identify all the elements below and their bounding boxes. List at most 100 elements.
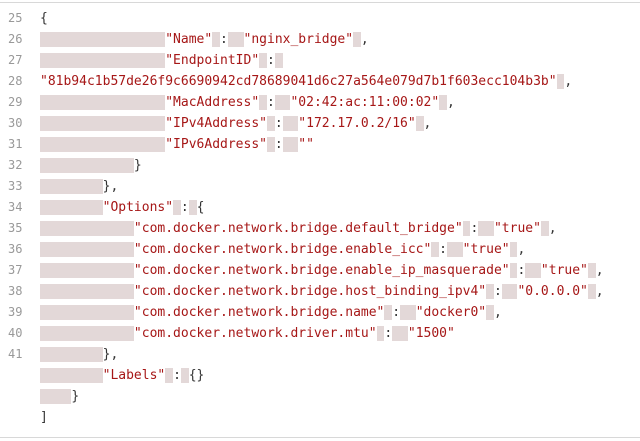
code-content: "com.docker.network.driver.mtu" : "1500" (32, 323, 455, 344)
whitespace-token (587, 263, 596, 278)
line-number: 36 (8, 242, 23, 256)
string-token: "com.docker.network.bridge.default_bridg… (133, 221, 463, 236)
code-line: 39 "com.docker.network.bridge.name" : "d… (0, 302, 640, 323)
string-token: "true" (540, 263, 588, 278)
whitespace-token (439, 95, 448, 110)
punctuation-token: ] (40, 410, 48, 425)
code-content: { (32, 8, 48, 29)
punctuation-token: : (266, 95, 275, 110)
code-content: "com.docker.network.bridge.host_binding_… (32, 281, 604, 302)
punctuation-token: , (423, 116, 432, 131)
whitespace-token (40, 200, 103, 215)
whitespace-token (509, 263, 518, 278)
punctuation-token: }, (102, 347, 119, 362)
whitespace-token (587, 284, 596, 299)
line-number (0, 407, 32, 428)
whitespace-token (180, 368, 189, 383)
code-content: "IPv4Address" : "172.17.0.2/16" , (32, 113, 431, 134)
whitespace-token (40, 95, 166, 110)
punctuation-token: , (360, 32, 369, 47)
whitespace-token (40, 32, 166, 47)
whitespace-token (266, 116, 275, 131)
punctuation-token: } (71, 389, 80, 404)
code-content: "EndpointID" : (32, 50, 283, 71)
line-number: 29 (8, 95, 23, 109)
code-content: "81b94c1b57de26f9c6690942cd78689041d6c27… (32, 71, 572, 92)
code-line: 28"81b94c1b57de26f9c6690942cd78689041d6c… (0, 71, 640, 92)
line-number: 34 (8, 200, 23, 214)
whitespace-token (282, 137, 299, 152)
punctuation-token: , (493, 305, 502, 320)
whitespace-token (40, 116, 166, 131)
string-token: "com.docker.network.driver.mtu" (133, 326, 377, 341)
whitespace-token (478, 221, 494, 236)
whitespace-token (40, 389, 72, 404)
string-token: "com.docker.network.bridge.enable_icc" (133, 242, 432, 257)
punctuation-token: : (220, 32, 228, 47)
code-line: 40 "com.docker.network.driver.mtu" : "15… (0, 323, 640, 344)
punctuation-token: : (392, 305, 401, 320)
whitespace-token (40, 284, 134, 299)
punctuation-token: , (517, 242, 526, 257)
line-number: 25 (8, 11, 23, 25)
string-token: "com.docker.network.bridge.name" (133, 305, 385, 320)
punctuation-token: : (470, 221, 479, 236)
code-line: 38 "com.docker.network.bridge.host_bindi… (0, 281, 640, 302)
code-line: "Labels" : {} (0, 365, 640, 386)
whitespace-token (400, 305, 416, 320)
whitespace-token (392, 326, 408, 341)
code-lines: 25{26 "Name" : "nginx_bridge" ,27 "Endpo… (0, 8, 640, 428)
line-number: 39 (8, 305, 23, 319)
whitespace-token (165, 368, 174, 383)
whitespace-token (486, 284, 494, 299)
whitespace-token (447, 242, 463, 257)
punctuation-token: {} (188, 368, 205, 383)
whitespace-token (40, 326, 134, 341)
code-content: } (32, 155, 142, 176)
code-content: "com.docker.network.bridge.enable_icc" :… (32, 239, 525, 260)
punctuation-token: }, (102, 179, 119, 194)
code-content: "com.docker.network.bridge.enable_ip_mas… (32, 260, 604, 281)
string-token: "Options" (102, 200, 174, 215)
line-number: 35 (8, 221, 23, 235)
line-number: 40 (8, 326, 23, 340)
punctuation-token: , (595, 263, 604, 278)
whitespace-token (384, 305, 393, 320)
whitespace-token (501, 284, 518, 299)
string-token: "Labels" (102, 368, 166, 383)
line-number (0, 386, 32, 407)
string-token: "0.0.0.0" (517, 284, 588, 299)
punctuation-token: : (266, 53, 275, 68)
code-line: 32 } (0, 155, 640, 176)
whitespace-token (509, 242, 518, 257)
code-line: 29 "MacAddress" : "02:42:ac:11:00:02" , (0, 92, 640, 113)
whitespace-token (353, 32, 361, 47)
whitespace-token (282, 116, 299, 131)
code-content: "com.docker.network.bridge.default_bridg… (32, 218, 557, 239)
code-line: 25 { (0, 8, 640, 29)
code-content: } (32, 386, 79, 407)
whitespace-token (486, 305, 494, 320)
whitespace-token (188, 200, 197, 215)
punctuation-token: : (274, 116, 283, 131)
code-content: "com.docker.network.bridge.name" : "dock… (32, 302, 502, 323)
whitespace-token (266, 137, 275, 152)
string-token: "com.docker.network.bridge.host_binding_… (133, 284, 487, 299)
line-number: 41 (8, 347, 23, 361)
whitespace-token (40, 221, 134, 236)
punctuation-token: , (548, 221, 557, 236)
whitespace-token (415, 116, 424, 131)
punctuation-token: , (595, 284, 604, 299)
whitespace-token (40, 305, 134, 320)
code-line: 30 "IPv4Address" : "172.17.0.2/16" , (0, 113, 640, 134)
whitespace-token (274, 95, 291, 110)
string-token: "81b94c1b57de26f9c6690942cd78689041d6c27… (40, 74, 557, 89)
whitespace-token (274, 53, 283, 68)
code-line: 37 "com.docker.network.bridge.enable_ip_… (0, 260, 640, 281)
whitespace-token (173, 200, 181, 215)
whitespace-token (259, 53, 267, 68)
string-token: "Name" (165, 32, 213, 47)
punctuation-token: : (173, 368, 181, 383)
punctuation-token: : (180, 200, 189, 215)
whitespace-token (212, 32, 221, 47)
